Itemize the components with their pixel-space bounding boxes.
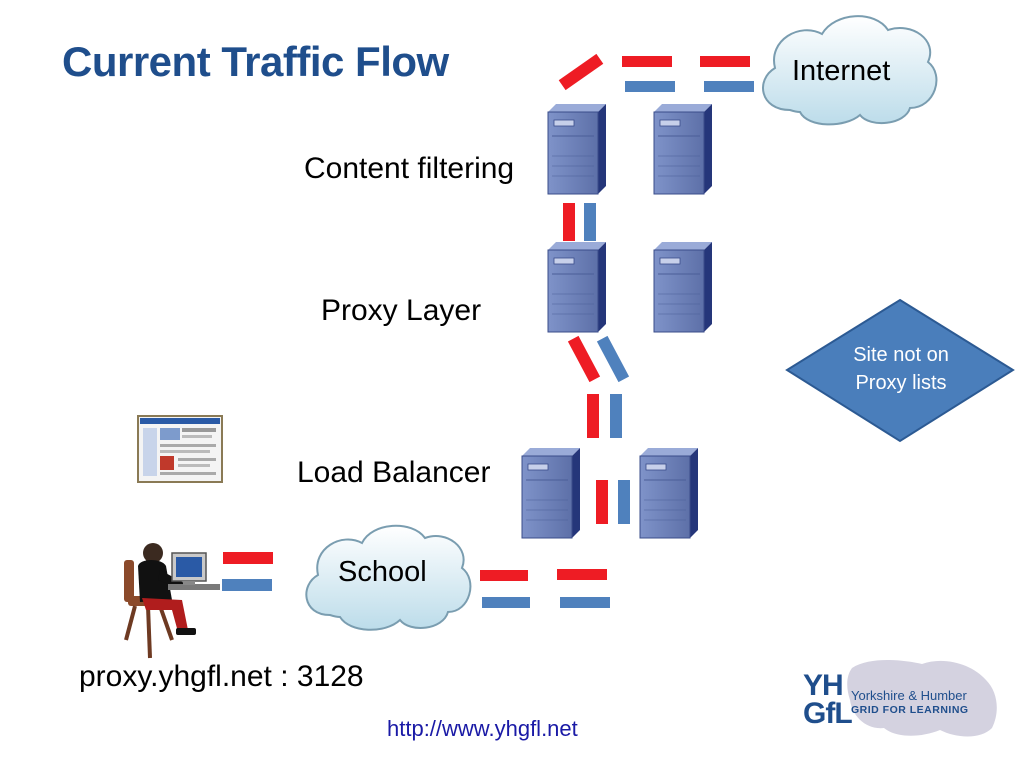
- internet-cloud-label: Internet: [792, 55, 891, 87]
- packets-internet: [558, 53, 754, 92]
- load-balancer-label: Load Balancer: [297, 456, 491, 489]
- server-load-balancer-1: [521, 447, 581, 539]
- decision-text: Site not on Proxy lists: [826, 341, 976, 397]
- content-filtering-label: Content filtering: [304, 152, 515, 185]
- internet-cloud: [762, 15, 938, 126]
- server-proxy-2: [653, 241, 713, 333]
- logo-text: Yorkshire & Humber GRID FOR LEARNING: [851, 688, 969, 718]
- decision-diamond: [785, 298, 1015, 443]
- decision-line-2: Proxy lists: [855, 372, 947, 394]
- logo-text-line-2: GRID FOR LEARNING: [851, 704, 969, 716]
- logo-text-line-1: Yorkshire & Humber: [851, 688, 967, 703]
- proxy-address-label: proxy.yhgfl.net : 3128: [79, 660, 364, 693]
- packets-lb-internal: [596, 480, 630, 524]
- proxy-layer-label: Proxy Layer: [321, 294, 482, 327]
- yhgfl-logo: [847, 660, 997, 737]
- server-content-filter-1: [547, 103, 607, 195]
- page-title: Current Traffic Flow: [62, 38, 449, 85]
- webpage-thumbnail-icon: [137, 415, 223, 483]
- packets-proxy-lb: [567, 335, 630, 438]
- packets-filter-proxy: [563, 203, 596, 241]
- footer-url-link[interactable]: http://www.yhgfl.net: [387, 716, 578, 741]
- decision-line-1: Site not on: [853, 344, 949, 366]
- server-content-filter-2: [653, 103, 713, 195]
- user-at-computer-icon: [124, 543, 220, 659]
- server-proxy-1: [547, 241, 607, 333]
- school-cloud: [305, 524, 472, 631]
- server-load-balancer-2: [639, 447, 699, 539]
- logo-mark: YH GfL: [803, 669, 853, 730]
- logo-mark-top: YH: [803, 669, 844, 702]
- school-cloud-label: School: [338, 556, 427, 588]
- packets-user: [222, 552, 273, 591]
- logo-mark-bottom: GfL: [803, 697, 853, 730]
- packets-school: [480, 569, 610, 608]
